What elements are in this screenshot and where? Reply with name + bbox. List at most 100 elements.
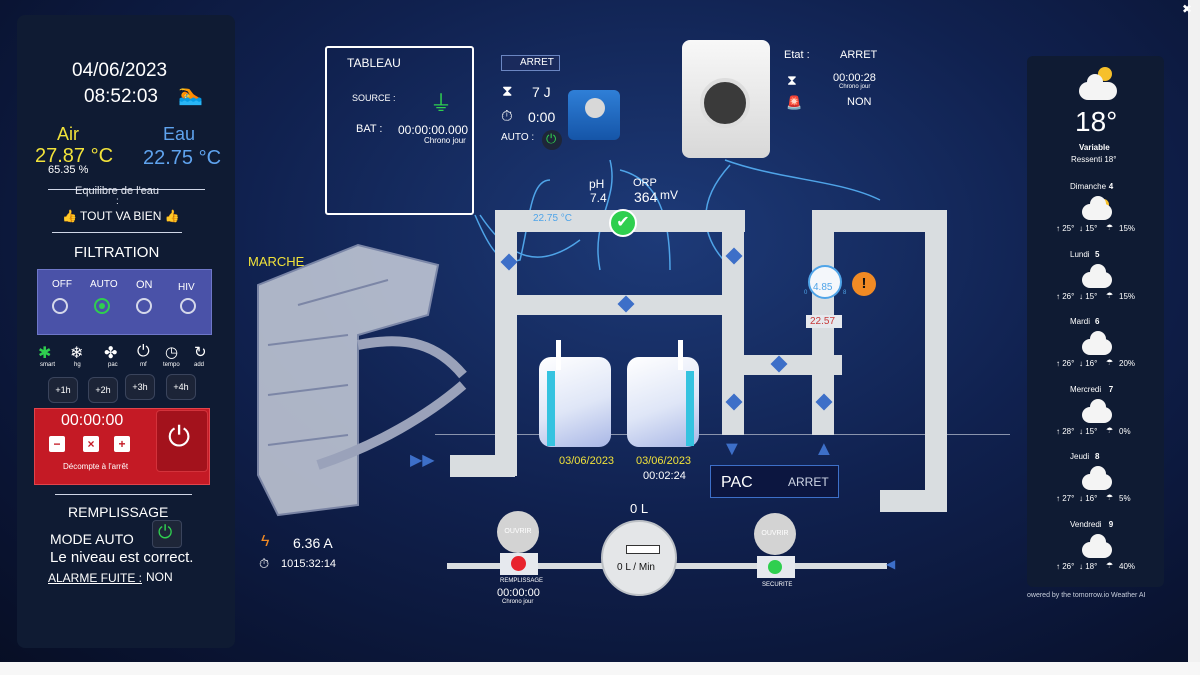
lightning-icon: ϟ [261, 533, 270, 550]
swimmer-icon: 🏊 [178, 84, 203, 106]
check-ok-icon: ✔ [609, 209, 637, 237]
fill-valve-status-red [511, 556, 526, 571]
forecast-high-temp: ↑ 28° [1056, 426, 1075, 436]
close-icon[interactable]: ✖ [1181, 2, 1192, 16]
water-balance-colon: : [116, 196, 119, 207]
pool-state: MARCHE [248, 254, 305, 269]
warning-icon[interactable]: ! [852, 272, 876, 296]
fill-valve-time: 00:00:00 [497, 587, 540, 599]
add-time-icon[interactable]: ↻ [194, 344, 207, 361]
ph-tank-level [547, 371, 555, 446]
ph-value: 7.4 [590, 191, 607, 205]
mode-label-off: OFF [52, 279, 72, 290]
countdown-label: Décompte à l'arrêt [63, 462, 129, 471]
fill-valve-chrono: Chrono jour [502, 599, 534, 605]
temp-out-value: 22.57 [810, 316, 836, 327]
history-icon[interactable]: ◷ [165, 344, 179, 361]
plug-icon: ⏚ [430, 91, 453, 116]
pump2-state-label: Etat : [784, 49, 810, 61]
snowflake-icon[interactable]: ❄ [70, 345, 84, 362]
pipe [812, 210, 947, 232]
pac-panel[interactable] [710, 465, 839, 498]
tableau-box [325, 46, 474, 215]
flow-arrow-icon: ▶▶ [410, 452, 435, 469]
timer-minus-button[interactable]: − [49, 436, 65, 452]
plus-2h-button[interactable]: +2h [88, 377, 118, 403]
umbrella-icon: ☂ [1106, 425, 1114, 435]
stopwatch-icon: ⏱ [259, 556, 270, 571]
mode-radio-off[interactable] [52, 298, 68, 314]
humidity-value: 65.35 % [48, 164, 89, 176]
forecast-rain-chance: 5% [1119, 494, 1131, 503]
forecast-low-temp: ↓ 15° [1079, 224, 1098, 233]
battery-value: 00:00:00.000 [398, 123, 469, 137]
leak-alarm-label: ALARME FUITE : [48, 571, 143, 585]
forecast-low-temp: ↓ 18° [1079, 561, 1098, 571]
fill-valve-button[interactable]: OUVRIR [497, 511, 539, 553]
pipe [722, 210, 744, 435]
forecast-rain-chance: 15% [1119, 291, 1136, 301]
water-balance-status: 👍 TOUT VA BIEN 👍 [62, 209, 180, 223]
pump1-time: 0:00 [528, 109, 556, 125]
forecast-low-temp: ↓ 16° [1079, 359, 1098, 368]
quick-label-pac: pac [108, 362, 118, 368]
security-valve-button[interactable]: OUVRIR [754, 513, 796, 555]
date-display: 04/06/2023 [72, 60, 168, 81]
divider [52, 232, 182, 233]
security-valve-status-green [768, 560, 782, 574]
air-temperature: 27.87 °C [35, 145, 114, 167]
alarm-light-icon: 🚨 [786, 95, 803, 110]
countdown-timer: 00:00:00 [61, 412, 124, 429]
filtration-title: FILTRATION [74, 244, 160, 261]
umbrella-icon: ☂ [1106, 290, 1114, 300]
pressure-value: 4.85 [813, 282, 833, 293]
chlorine-tank-time: 00:02:24 [643, 470, 686, 482]
mode-radio-hiv[interactable] [180, 298, 196, 314]
forecast-day-number: 7 [1108, 384, 1114, 394]
pump-runtime: 1015:32:14 [281, 558, 337, 570]
forecast-day-number: 8 [1095, 452, 1100, 461]
plus-3h-button[interactable]: +3h [125, 374, 155, 400]
forecast-day-name: Vendredi [1070, 519, 1102, 529]
orp-unit: mV [660, 188, 678, 202]
cloud-icon [1082, 466, 1112, 490]
divider [55, 494, 192, 495]
fill-power-button[interactable] [152, 520, 182, 548]
battery-label: BAT : [356, 123, 383, 135]
smart-icon[interactable]: ✱ [38, 345, 52, 362]
chlorine-pump-head [700, 78, 750, 128]
power-icon[interactable]: ⏻ [137, 343, 150, 360]
forecast-day-name: Mardi [1070, 317, 1091, 326]
pipe [495, 210, 517, 476]
forecast-day-number: 4 [1108, 182, 1114, 191]
filtration-power-button[interactable] [156, 410, 208, 472]
chlorine-tank-date: 03/06/2023 [636, 455, 692, 467]
quick-label-smart: smart [40, 362, 55, 368]
window-scrollbar[interactable] [1188, 0, 1200, 675]
ph-pump-head [585, 98, 605, 118]
pump1-state: ARRET [520, 57, 554, 68]
cloud-icon [1082, 533, 1112, 558]
forecast-high-temp: ↑ 25° [1056, 224, 1075, 233]
forecast-rain-chance: 20% [1119, 359, 1136, 368]
plus-1h-button[interactable]: +1h [48, 377, 78, 403]
timer-plus-button[interactable]: + [114, 436, 130, 452]
chlorine-tank-probe [678, 340, 683, 370]
water-total: 0 L [630, 501, 649, 516]
forecast-day-name: Mercredi [1070, 384, 1102, 394]
weather-feels-like: Ressenti 18° [1071, 155, 1117, 164]
power-icon: ⏻ [158, 522, 173, 542]
plus-4h-button[interactable]: +4h [166, 374, 196, 400]
mode-label-on: ON [136, 279, 153, 291]
pump1-state-badge [501, 55, 560, 71]
water-label: Eau [163, 124, 196, 144]
forecast-high-temp: ↑ 26° [1056, 561, 1075, 571]
mode-radio-on[interactable] [136, 298, 152, 314]
fan-icon[interactable]: ✤ [104, 345, 118, 362]
power-icon: ⏻ [546, 131, 557, 146]
pump-current: 6.36 A [293, 535, 333, 551]
timer-stop-button[interactable]: × [83, 436, 99, 452]
pump1-auto-button[interactable] [542, 130, 562, 150]
fill-mode: MODE AUTO [50, 531, 134, 547]
mode-radio-auto[interactable] [94, 298, 110, 314]
